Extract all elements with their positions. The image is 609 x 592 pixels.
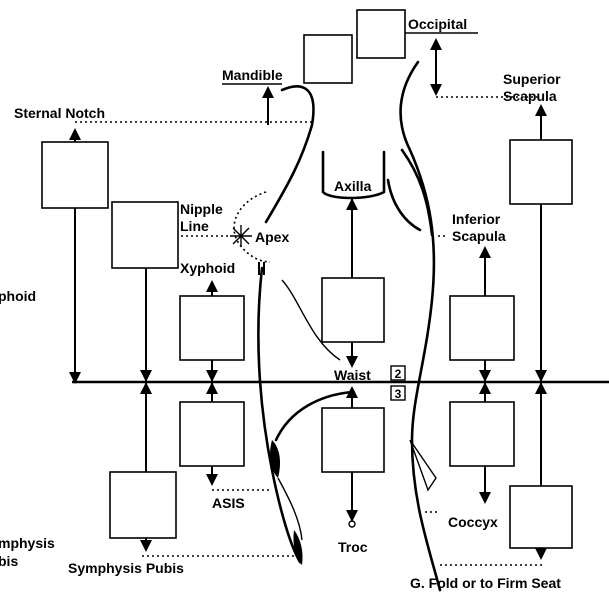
- arrow-sternal-down: [69, 372, 81, 384]
- arrow-gfold-down: [535, 548, 547, 560]
- front-neck-line: [264, 85, 315, 224]
- nipple-line-box[interactable]: [111, 201, 179, 269]
- buttock-fold: [409, 439, 437, 492]
- arrow-troc-down: [346, 510, 358, 522]
- arrow-waist-up: [346, 386, 358, 398]
- waist-badge-bottom: 3: [395, 387, 402, 401]
- belly-curve: [274, 390, 354, 442]
- label-apex: Apex: [255, 229, 289, 245]
- label-superior: Superior: [503, 71, 561, 87]
- gfold-box[interactable]: [509, 485, 573, 549]
- reference-lines: [75, 96, 545, 566]
- label-troc: Troc: [338, 539, 368, 555]
- troc-marker: [348, 520, 356, 528]
- arm-back-line-2: [400, 148, 434, 237]
- label-gfold: G. Fold or to Firm Seat: [410, 575, 561, 591]
- label-symphysis-pubis: Symphysis Pubis: [68, 560, 184, 576]
- label-symphysis-left-2: bis: [0, 553, 18, 569]
- body-outline: [257, 60, 442, 592]
- arrow-xyphoid-up: [206, 280, 218, 292]
- back-line: [399, 60, 442, 592]
- label-xyphoid: Xyphoid: [180, 260, 235, 276]
- axilla-waist-box[interactable]: [321, 277, 385, 343]
- entry-boxes[interactable]: [41, 9, 573, 549]
- asis-box[interactable]: [179, 401, 245, 467]
- xyphoid-marker: [258, 262, 265, 275]
- label-occipital: Occipital: [408, 16, 467, 32]
- superior-scapula-box[interactable]: [509, 139, 573, 205]
- label-mandible: Mandible: [222, 67, 283, 83]
- label-asis: ASIS: [212, 495, 245, 511]
- inner-leg-line: [277, 477, 303, 541]
- label-xyphoid-left: phoid: [0, 288, 36, 304]
- waist-badge-bottom-box: [390, 385, 406, 401]
- label-inferior-scapula: Scapula: [452, 228, 506, 244]
- inferior-scapula-box[interactable]: [449, 295, 515, 361]
- mandible-box[interactable]: [303, 34, 353, 84]
- label-coccyx: Coccyx: [448, 514, 498, 530]
- label-inferior: Inferior: [452, 211, 501, 227]
- arm-back-line: [386, 178, 422, 232]
- arrow-infscap-up: [479, 246, 491, 258]
- arrow-supscap-up: [535, 104, 547, 116]
- coccyx-box[interactable]: [449, 401, 515, 467]
- labels: Occipital Mandible Superior Scapula Ster…: [0, 16, 561, 591]
- arrow-axilla-up: [346, 198, 358, 210]
- label-nipple: Nipple: [180, 201, 223, 217]
- symphysis-box[interactable]: [109, 471, 177, 539]
- waist-badges: 2 3: [390, 365, 406, 401]
- arrow-occipital-up: [430, 38, 442, 50]
- arrow-occipital-down: [430, 84, 442, 96]
- arrowheads: [69, 38, 547, 560]
- groin-shade: [293, 530, 303, 565]
- label-superior-scapula: Scapula: [503, 88, 557, 104]
- label-line: Line: [180, 218, 209, 234]
- troc-box[interactable]: [321, 407, 385, 473]
- arrow-waist-down: [346, 356, 358, 368]
- axilla-cup: [321, 150, 386, 200]
- arrow-sternal-up: [69, 128, 81, 140]
- bust-dotted-curve: [233, 191, 271, 263]
- label-sternal-notch: Sternal Notch: [14, 105, 105, 121]
- waist-in-curve: [281, 279, 341, 361]
- arrow-asis-down: [206, 474, 218, 486]
- xyphoid-box[interactable]: [179, 295, 245, 361]
- thigh-shade: [270, 440, 280, 478]
- arrow-mandible-up: [262, 86, 274, 98]
- arrow-coccyx-down: [479, 492, 491, 504]
- label-waist: Waist: [334, 367, 371, 383]
- label-symphysis-left: mphysis: [0, 535, 55, 551]
- waist-badge-top: 2: [395, 367, 402, 381]
- waist-badge-top-box: [390, 365, 406, 381]
- sternal-notch-box[interactable]: [41, 141, 109, 209]
- front-torso-line: [257, 266, 302, 564]
- occipital-box[interactable]: [356, 9, 406, 59]
- apex-marker: [230, 225, 252, 247]
- arrow-symphysis-down: [140, 540, 152, 552]
- label-axilla: Axilla: [334, 178, 372, 194]
